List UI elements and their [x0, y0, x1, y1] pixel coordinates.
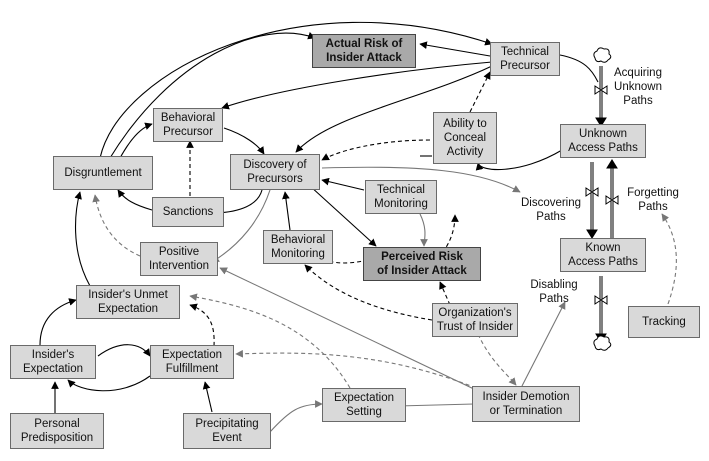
- valve-discovering: [585, 187, 599, 197]
- link-insiders-expectation-to-unmet: [39, 298, 77, 346]
- cloud-sink-icon: [593, 335, 612, 351]
- link-tech-precursor-to-behavioral-precursor: [221, 61, 493, 110]
- link-tech-monitoring-to-perceived-risk: [419, 213, 428, 247]
- link-ability-to-conceal-dashed-to-tech-precursor: [469, 71, 491, 113]
- link-discovery-to-positive-intervention: [211, 189, 271, 263]
- link-fulfillment-to-insiders-expectation: [67, 375, 151, 392]
- technical-precursor-node[interactable]: Technical Precursor: [490, 42, 560, 76]
- expectation-fulfillment-node[interactable]: Expectation Fulfillment: [150, 345, 234, 379]
- link-discovery-to-discovering-paths: [321, 166, 521, 193]
- link-precipitating-event-to-fulfillment: [202, 381, 213, 413]
- insider-demotion-node[interactable]: Insider Demotion or Termination: [472, 386, 580, 422]
- link-sanctions-to-disgruntlement: [117, 189, 153, 211]
- link-fulfillment-dashed-to-unmet: [189, 303, 215, 347]
- discovering-paths-label: Discovering Paths: [520, 197, 582, 223]
- cloud-source-icon: [593, 47, 612, 63]
- personal-predisposition-node[interactable]: Personal Predisposition: [10, 413, 104, 449]
- link-tech-precursor-to-unknown-paths-flow: [559, 54, 599, 83]
- precipitating-event-node[interactable]: Precipitating Event: [183, 413, 271, 449]
- ability-to-conceal-node[interactable]: Ability to Conceal Activity: [433, 112, 497, 164]
- link-disgruntlement-to-tech-precursor: [99, 21, 493, 159]
- disgruntlement-node[interactable]: Disgruntlement: [53, 156, 153, 190]
- behavioral-precursor-node[interactable]: Behavioral Precursor: [153, 108, 223, 142]
- link-unmet-expectation-to-disgruntlement: [74, 191, 91, 287]
- behavioral-monitoring-node[interactable]: Behavioral Monitoring: [263, 230, 333, 264]
- link-disgruntlement-to-behavioral-precursor: [119, 122, 153, 159]
- discovery-of-precursors-node[interactable]: Discovery of Precursors: [230, 154, 320, 190]
- link-demotion-to-expectation-setting: [397, 401, 475, 410]
- link-perceived-risk-dashed-to-tech-monitoring: [437, 214, 459, 259]
- acquiring-unknown-paths-label: Acquiring Unknown Paths: [614, 67, 662, 107]
- technical-monitoring-node[interactable]: Technical Monitoring: [365, 180, 437, 214]
- link-tech-precursor-to-discovery: [295, 65, 493, 153]
- perceived-risk-node[interactable]: Perceived Risk of Insider Attack: [363, 247, 481, 281]
- link-demotion-to-positive-intervention: [219, 267, 477, 391]
- valve-acquiring: [594, 85, 608, 95]
- link-behavioral-precursor-to-discovery: [223, 127, 265, 155]
- positive-intervention-node[interactable]: Positive Intervention: [140, 242, 218, 276]
- unknown-access-paths-node[interactable]: Unknown Access Paths: [560, 124, 646, 158]
- insiders-unmet-expectation-node[interactable]: Insider's Unmet Expectation: [76, 285, 180, 319]
- valve-disabling: [594, 295, 608, 305]
- link-demotion-dashed-to-fulfillment: [235, 349, 477, 389]
- link-tech-precursor-to-actual-risk: [419, 41, 491, 57]
- link-trust-dashed-to-demotion: [477, 333, 517, 386]
- valve-forgetting: [605, 195, 619, 205]
- organizations-trust-node[interactable]: Organization's Trust of Insider: [432, 303, 518, 337]
- link-insiders-expectation-to-fulfillment: [97, 344, 151, 357]
- link-positive-intervention-dashed-to-disgruntlement: [92, 194, 141, 257]
- link-disgruntlement-to-actual-risk: [109, 32, 316, 159]
- link-unknown-paths-to-discovery: [475, 149, 563, 171]
- link-demotion-to-disabling-paths: [521, 301, 566, 387]
- link-ability-to-conceal-dashed-to-discovery: [321, 139, 431, 161]
- link-discovery-to-perceived-risk: [309, 185, 377, 247]
- link-expectation-setting-dashed-to-unmet: [189, 293, 351, 389]
- forgetting-paths-label: Forgetting Paths: [627, 187, 679, 213]
- actual-risk-node[interactable]: Actual Risk of Insider Attack: [312, 34, 416, 68]
- known-access-paths-node[interactable]: Known Access Paths: [560, 238, 646, 272]
- insiders-expectation-node[interactable]: Insider's Expectation: [10, 345, 96, 379]
- link-trust-dashed-to-behavioral-monitoring: [304, 264, 433, 321]
- link-organizations-trust-dashed-to-perceived-risk: [439, 281, 451, 306]
- tracking-node[interactable]: Tracking: [628, 306, 700, 338]
- link-precipitating-event-to-expectation-setting: [269, 400, 323, 433]
- link-tracking-dashed-to-forgetting: [661, 213, 677, 305]
- sanctions-node[interactable]: Sanctions: [152, 197, 224, 227]
- link-behav-monitoring-to-discovery: [282, 191, 291, 231]
- link-tech-monitoring-to-discovery: [321, 177, 365, 191]
- expectation-setting-node[interactable]: Expectation Setting: [322, 388, 406, 422]
- disabling-paths-label: Disabling Paths: [530, 279, 578, 305]
